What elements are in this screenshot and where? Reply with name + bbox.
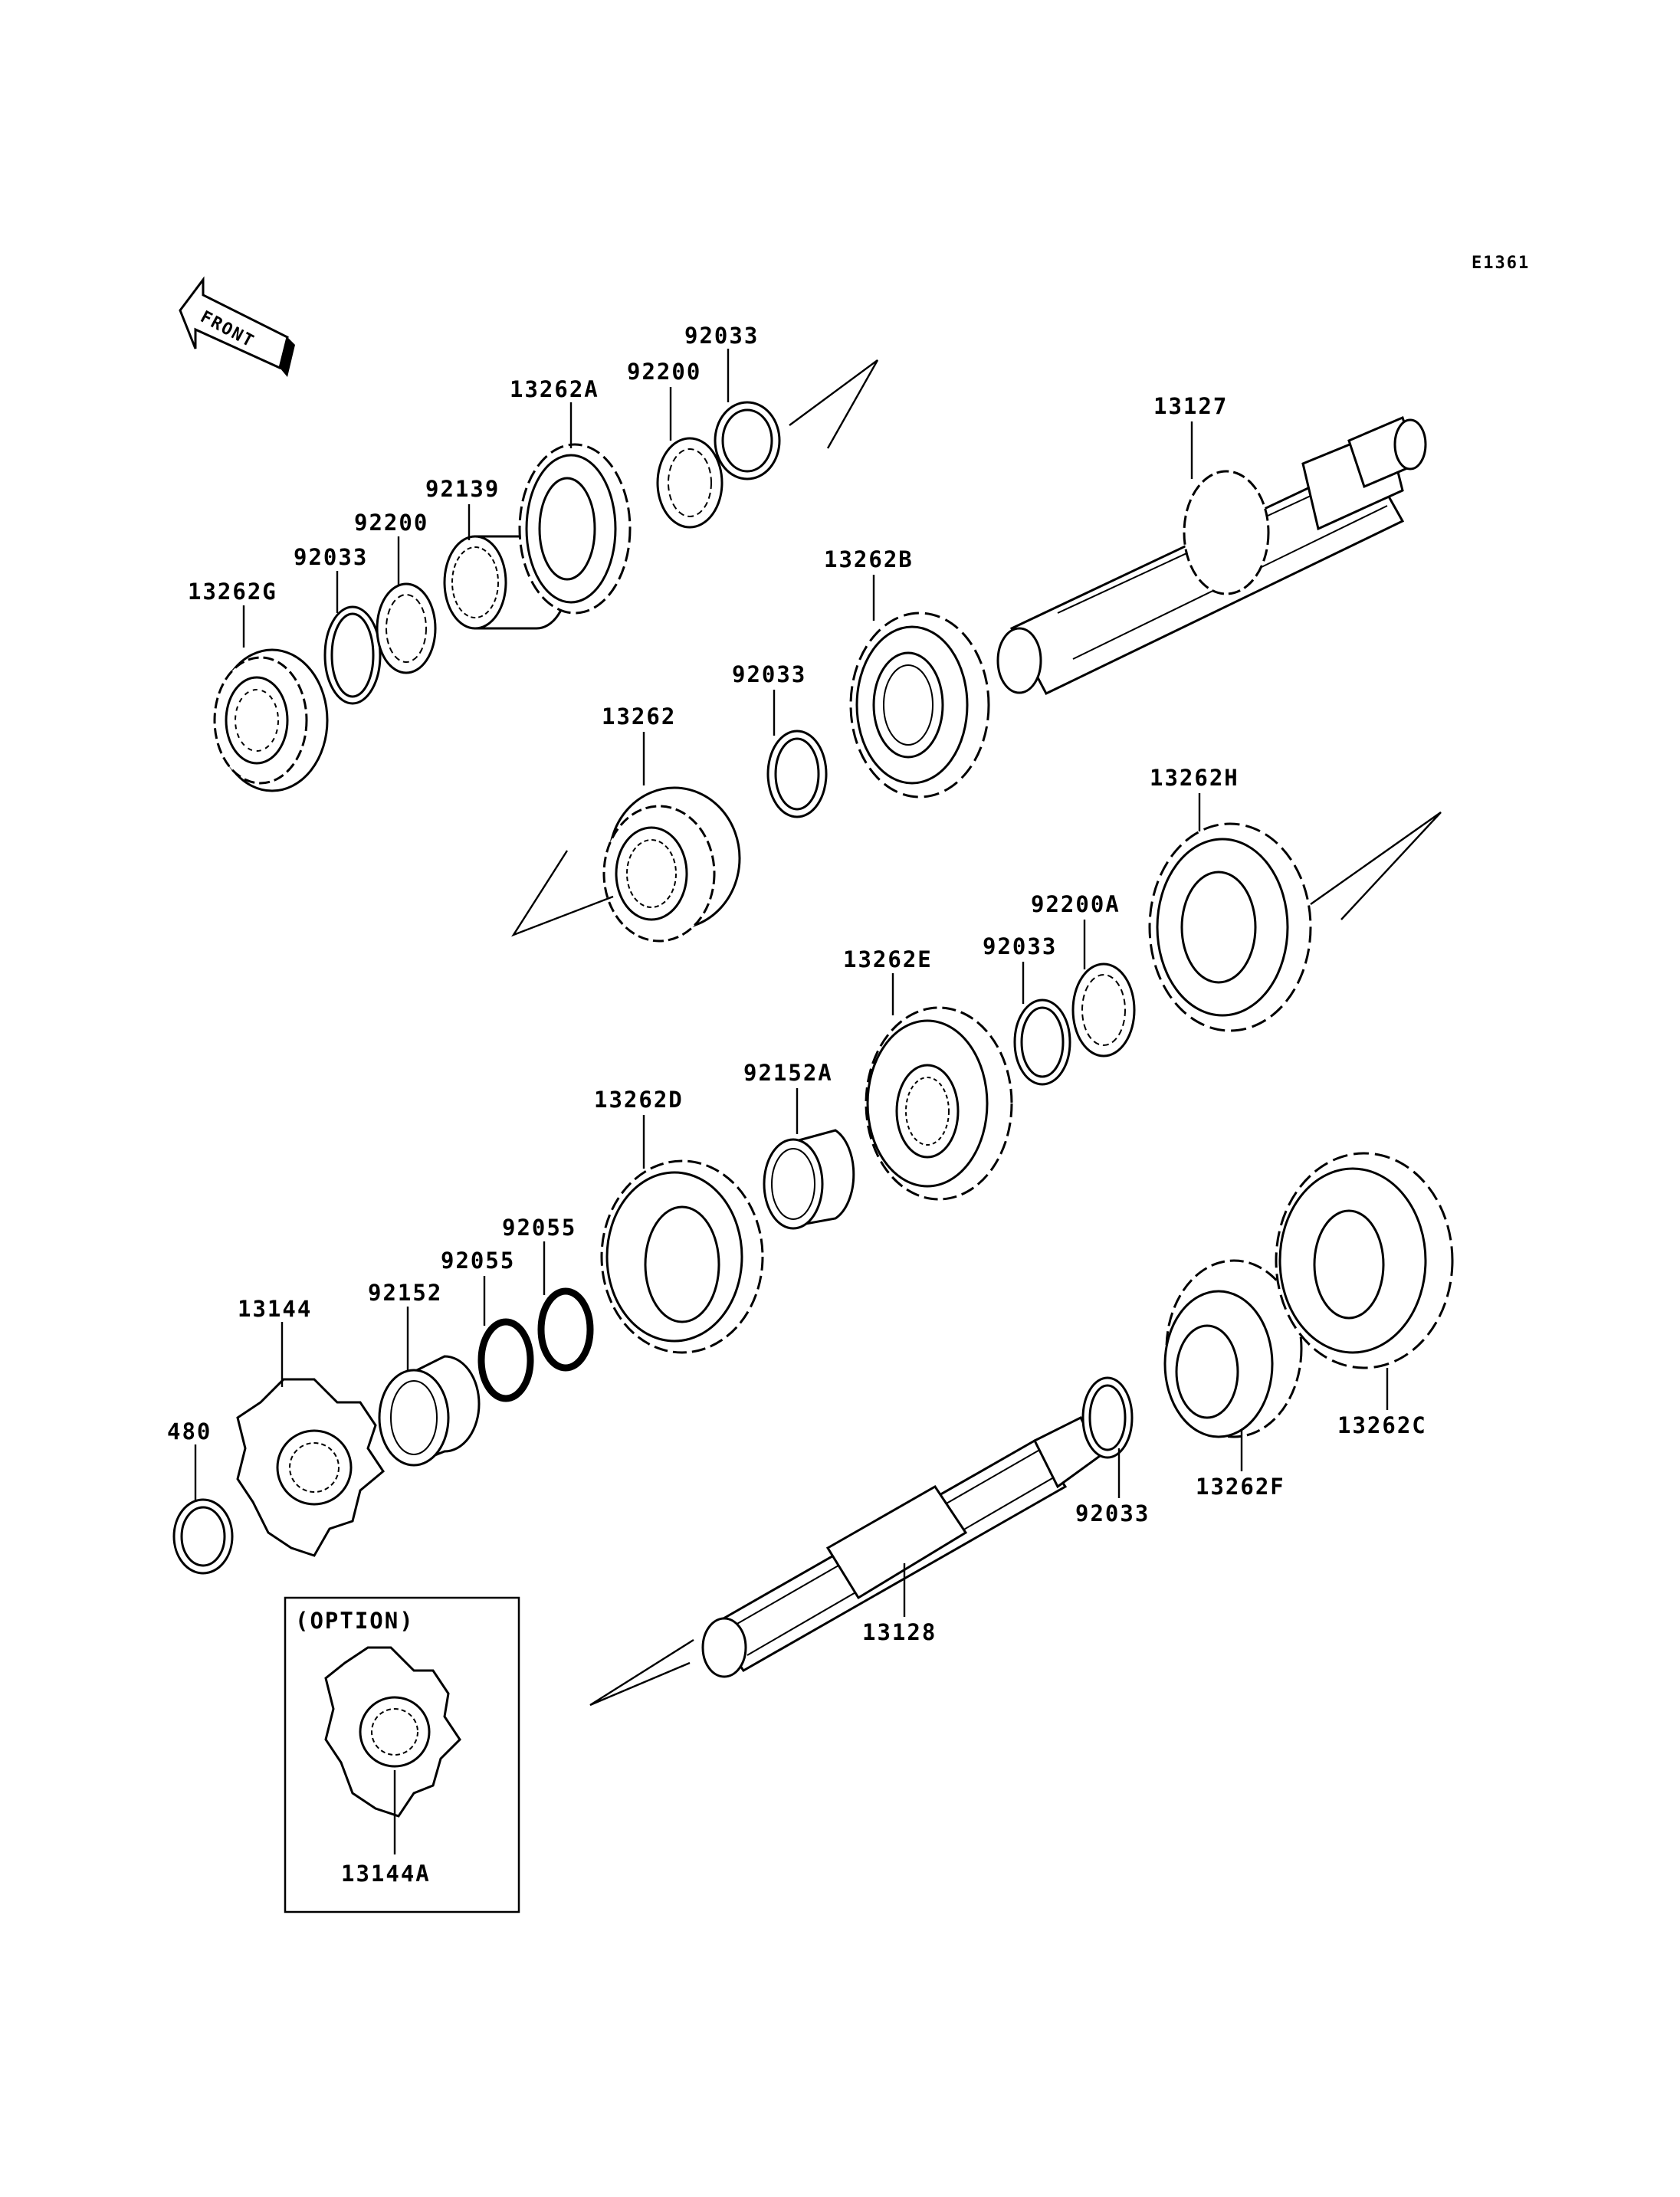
label-13262F: 13262F xyxy=(1196,1474,1285,1500)
label-92033-left: 92033 xyxy=(294,544,368,570)
label-13262D: 13262D xyxy=(594,1087,684,1113)
label-92152A: 92152A xyxy=(743,1060,833,1086)
front-arrow-icon: FRONT xyxy=(179,276,295,377)
gear-13262 xyxy=(602,786,741,943)
label-13262E: 13262E xyxy=(843,946,933,972)
washer-92200-left xyxy=(376,582,437,674)
axis-line-right xyxy=(1310,812,1442,920)
label-480: 480 xyxy=(167,1418,212,1444)
label-92139: 92139 xyxy=(425,476,500,502)
gear-13262H xyxy=(1148,822,1312,1032)
label-92055-a: 92055 xyxy=(441,1248,515,1274)
circlip-92033-top xyxy=(714,401,781,480)
label-13262B: 13262B xyxy=(824,546,914,572)
sprocket-13144 xyxy=(236,1378,385,1557)
label-13144A: 13144A xyxy=(341,1861,431,1887)
circlip-92033-right xyxy=(1013,998,1071,1086)
bushing-92152A xyxy=(763,1129,855,1230)
label-13262C: 13262C xyxy=(1337,1412,1427,1438)
label-92055-b: 92055 xyxy=(502,1215,576,1241)
label-13262: 13262 xyxy=(602,703,676,730)
diagram-code: E1361 xyxy=(1472,254,1530,273)
label-92033-low: 92033 xyxy=(1075,1500,1150,1526)
gear-13262C xyxy=(1275,1152,1454,1369)
gear-13262F xyxy=(1163,1259,1303,1438)
label-92033-top: 92033 xyxy=(684,323,759,349)
axis-line-bottom xyxy=(589,1638,694,1707)
shaft-13127 xyxy=(996,415,1427,695)
gear-13262A xyxy=(518,443,632,615)
option-label: (OPTION) xyxy=(295,1608,415,1634)
label-92200-top: 92200 xyxy=(627,359,701,385)
label-13128: 13128 xyxy=(862,1619,937,1645)
option-box xyxy=(284,1596,520,1913)
axis-line-top xyxy=(789,359,879,449)
label-13144: 13144 xyxy=(238,1296,312,1322)
label-13262H: 13262H xyxy=(1150,765,1239,791)
label-13262G: 13262G xyxy=(188,579,277,605)
gear-13262E xyxy=(865,1006,1013,1201)
label-92033-mid: 92033 xyxy=(732,661,806,687)
circlip-480 xyxy=(172,1498,234,1575)
label-92200-left: 92200 xyxy=(354,510,428,536)
label-13127: 13127 xyxy=(1153,393,1228,419)
label-92152: 92152 xyxy=(368,1280,442,1306)
circlip-92033-mid xyxy=(766,730,828,818)
leader-lines xyxy=(194,349,1389,1854)
gear-13262G xyxy=(213,648,329,792)
collar-92152 xyxy=(378,1355,481,1467)
label-92200A: 92200A xyxy=(1031,891,1121,917)
shaft-13128 xyxy=(701,1415,1101,1678)
gear-13262D xyxy=(600,1159,764,1354)
circlip-92033-low xyxy=(1081,1376,1134,1459)
label-92033-right: 92033 xyxy=(983,933,1057,959)
label-13262A: 13262A xyxy=(510,376,599,402)
washer-92200-top xyxy=(656,437,724,529)
oring-92055-a xyxy=(477,1318,534,1402)
axis-line-mid xyxy=(511,850,614,937)
gear-13262B xyxy=(849,612,990,798)
oring-92055-b xyxy=(537,1287,594,1372)
circlip-92033-left xyxy=(323,605,382,705)
washer-92200A xyxy=(1071,962,1136,1058)
